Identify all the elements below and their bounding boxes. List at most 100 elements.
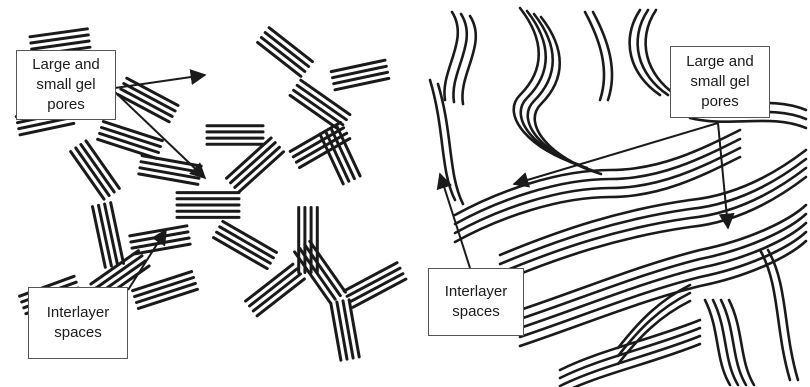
left-gel-pores-line2: small gel [36, 76, 96, 93]
sheet-line [308, 239, 347, 294]
left-gel-pores-line3: pores [47, 96, 85, 113]
wavy-sheet [518, 230, 808, 339]
sheet-line [18, 121, 76, 137]
sheet-line [84, 139, 121, 190]
right-gel-pores-label: Large and small gel pores [670, 46, 770, 118]
sheet-line [347, 298, 361, 359]
sheet-line [293, 250, 332, 305]
sheet-line [100, 126, 162, 149]
sheet-line [342, 261, 399, 293]
wavy-sheet [443, 10, 460, 102]
sheet-line [288, 120, 342, 153]
wavy-sheet [727, 298, 756, 387]
sheet-line [292, 88, 345, 127]
wavy-sheet [719, 298, 748, 387]
sheet-line [335, 124, 362, 178]
sheet-line [131, 242, 192, 256]
right-gel-pores-line1: Large and [686, 53, 754, 70]
sheet-line [137, 172, 200, 186]
wavy-sheet [703, 298, 732, 387]
sheet-line [91, 205, 107, 269]
wavy-sheet [452, 12, 469, 104]
left-gel-pores-label: Large and small gel pores [16, 50, 116, 120]
sheet-line [212, 236, 269, 271]
sheet-line [109, 201, 125, 265]
wavy-sheet [533, 15, 603, 176]
sheet-line [237, 150, 285, 194]
left-gel-pore-arrows [114, 69, 207, 180]
wavy-sheet [711, 298, 740, 387]
sheet-line [295, 83, 348, 122]
wavy-sheet [636, 8, 670, 97]
sheet-line [251, 272, 302, 313]
sheet-line [215, 230, 272, 265]
sheet-line [341, 299, 355, 360]
wavy-sheet [628, 8, 662, 97]
sheet-line [101, 120, 164, 143]
wavy-sheet [498, 148, 808, 257]
wavy-sheet [591, 10, 614, 102]
wavy-sheet [453, 137, 742, 226]
right-interlayer-arrow [436, 172, 471, 269]
wavy-sheet [758, 248, 792, 382]
wavy-sheet [688, 116, 808, 130]
sheet-line [93, 254, 144, 291]
arrow-down-to-pore [717, 122, 735, 230]
sheet-line [29, 33, 90, 45]
left-interlayer-line2: spaces [54, 324, 102, 341]
sheet-line [255, 277, 306, 318]
sheet-line [229, 141, 277, 185]
sheet-line [248, 267, 299, 308]
sheet-line [74, 146, 111, 197]
wavy-sheet [518, 212, 808, 321]
wavy-sheet [498, 157, 808, 266]
sheet-line [345, 266, 402, 298]
sheet-line [331, 64, 388, 80]
right-gel-pores-line3: pores [701, 93, 739, 110]
sheet-line [135, 281, 197, 304]
sheet-line [259, 36, 307, 73]
sheet-line [221, 219, 278, 254]
sheet-line [256, 40, 303, 78]
sheet-line [329, 127, 356, 181]
sheet-line [233, 145, 281, 189]
sheet-line [298, 246, 337, 301]
sheet-line [69, 150, 106, 201]
wavy-sheet [616, 291, 692, 358]
sheet-line [125, 76, 180, 107]
wavy-sheet [583, 10, 606, 102]
wavy-sheet [558, 334, 702, 387]
sheet-line [288, 93, 341, 132]
sheet-line [335, 300, 349, 361]
arrow-to-interlayer [127, 228, 167, 291]
sheet-line [28, 27, 89, 39]
sheet-line [89, 249, 140, 286]
right-interlayer-line2: spaces [452, 303, 500, 320]
sheet-line [294, 131, 349, 164]
sheet-line [133, 276, 195, 299]
wavy-sheet [436, 82, 465, 206]
wavy-sheet [498, 175, 808, 284]
sheet-line [267, 26, 314, 64]
sheet-line [348, 272, 405, 304]
wavy-sheet [498, 166, 808, 275]
left-gel-pores-line1: Large and [32, 56, 100, 73]
wavy-sheet [512, 6, 582, 167]
wavy-sheet [518, 203, 808, 312]
right-gel-pore-arrows [512, 122, 735, 230]
wavy-sheet [461, 14, 478, 106]
wavy-sheet [766, 248, 800, 382]
arrow-to-right-interlayer [436, 172, 471, 269]
sheet-line [329, 58, 387, 74]
right-interlayer-label: Interlayer spaces [428, 268, 524, 336]
wavy-sheet [519, 9, 589, 170]
sheet-line [332, 70, 389, 86]
wavy-sheet [526, 12, 596, 173]
wavy-sheet [453, 128, 742, 217]
sheet-line [333, 76, 391, 92]
sheet-line [119, 87, 174, 118]
right-interlayer-line1: Interlayer [444, 283, 508, 300]
left-interlayer-line1: Interlayer [46, 304, 110, 321]
wavy-sheet [518, 221, 808, 330]
